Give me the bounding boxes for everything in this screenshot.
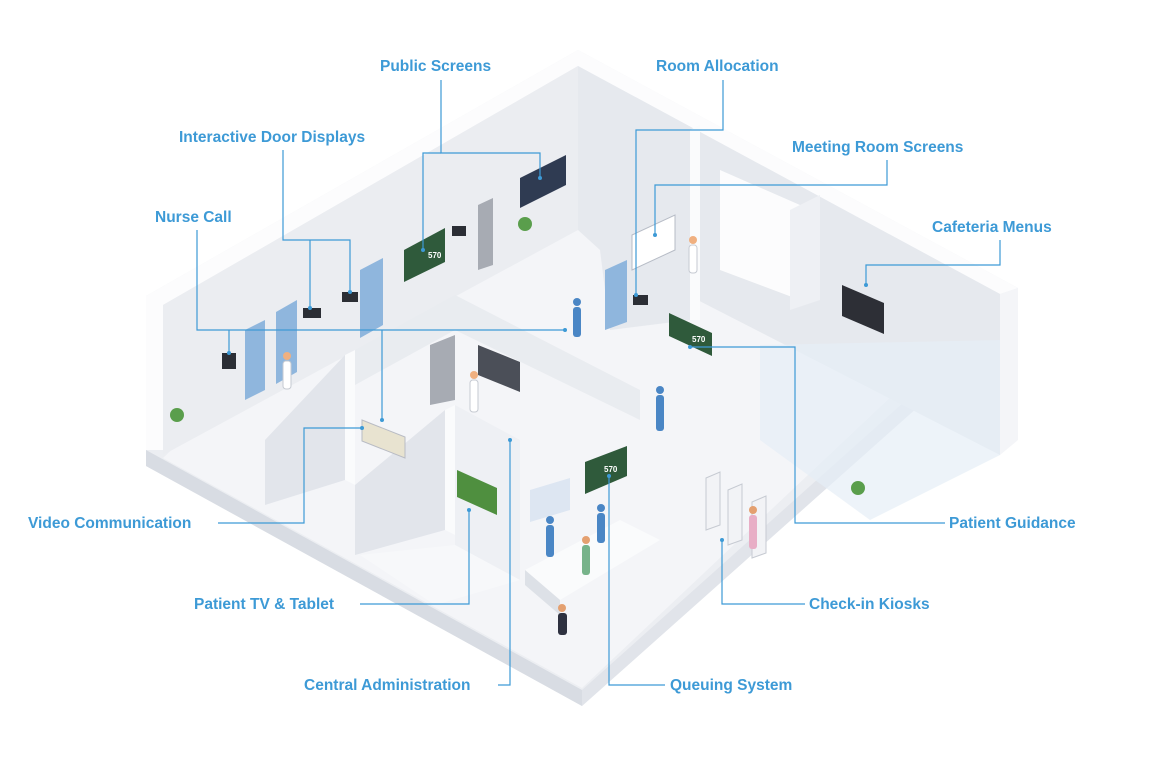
doors <box>245 198 627 405</box>
label-patient-tv-tablet: Patient TV & Tablet <box>194 596 335 613</box>
public-screen <box>520 155 566 208</box>
people <box>282 236 757 635</box>
queue-number-guidance: 570 <box>692 335 706 344</box>
leader-check-in <box>721 540 805 605</box>
cafeteria-menu-board <box>842 285 884 334</box>
screens <box>222 155 884 522</box>
label-central-administration: Central Administration <box>304 677 471 694</box>
label-check-in-kiosks: Check-in Kiosks <box>809 596 930 613</box>
screen-numbers: 570 570 570 <box>428 251 706 474</box>
leader-room-allocation <box>635 80 724 295</box>
queue-number-public: 570 <box>428 251 442 260</box>
leader-patient-tv <box>360 510 470 605</box>
video-call-screen <box>361 419 406 459</box>
leader-endpoints <box>227 176 868 542</box>
patient-tv <box>457 470 497 515</box>
label-queuing-system: Queuing System <box>670 677 793 694</box>
leader-lines <box>196 80 1001 686</box>
leader-interactive-door <box>282 150 351 292</box>
label-video-communication: Video Communication <box>28 515 192 532</box>
leader-video <box>218 427 362 524</box>
leader-public-screens <box>440 80 541 178</box>
label-interactive-door-displays: Interactive Door Displays <box>179 129 366 146</box>
label-room-allocation: Room Allocation <box>656 58 779 75</box>
leader-nurse-call <box>196 230 565 331</box>
leader-meeting-room <box>654 160 888 235</box>
check-in-kiosks <box>705 471 767 559</box>
leader-patient-guidance <box>690 346 945 524</box>
plants <box>170 217 865 495</box>
queue-number-waiting: 570 <box>604 465 618 474</box>
leader-central-admin <box>498 440 511 686</box>
leader-cafeteria <box>865 240 1001 285</box>
label-nurse-call: Nurse Call <box>155 209 232 226</box>
label-meeting-room-screens: Meeting Room Screens <box>792 139 964 156</box>
nurse-station-board <box>478 345 520 392</box>
leader-public-screens-2 <box>422 152 441 250</box>
label-public-screens: Public Screens <box>380 58 492 75</box>
label-patient-guidance: Patient Guidance <box>949 515 1076 532</box>
label-cafeteria-menus: Cafeteria Menus <box>932 219 1052 236</box>
meeting-room-screen <box>631 214 676 271</box>
leader-queuing <box>608 476 665 686</box>
